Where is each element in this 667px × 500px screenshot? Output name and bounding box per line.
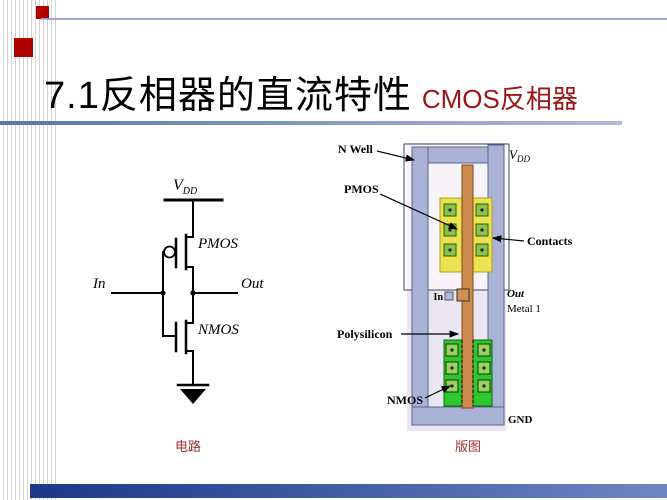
in-contact-square (456, 288, 470, 302)
contacts-callout-arrow (491, 235, 525, 243)
circuit-in-label: In (92, 276, 106, 292)
nwell-callout-label: N Well (338, 142, 373, 156)
nmos-callout-arrow (424, 385, 452, 399)
polysilicon-callout-label: Polysilicon (337, 327, 393, 341)
contacts-callout-label: Contacts (527, 234, 573, 248)
ground-triangle (180, 389, 206, 404)
input-junction-dot (160, 290, 166, 296)
circuit-nmos-label: NMOS (197, 322, 239, 338)
circuit-out-label: Out (241, 276, 264, 292)
circuit-pmos-label: PMOS (197, 236, 238, 252)
layout-caption: 版图 (455, 439, 481, 454)
in-metal-square (444, 291, 454, 301)
left-stripes-decoration (0, 0, 56, 500)
circuit-caption: 电路 (175, 439, 201, 454)
gnd-metal-rail (411, 406, 505, 426)
layout-callouts: N Well PMOS Contacts Polysilicon NMOS (337, 142, 573, 407)
red-square-decoration-top (36, 6, 49, 19)
layout-gnd-label: GND (508, 414, 533, 426)
nwell-callout-arrow (376, 150, 416, 162)
layout-diagram (403, 143, 510, 431)
nmos-contact-dots (450, 348, 486, 388)
title-main-text: 7.1反相器的直流特性 (44, 75, 412, 117)
circuit-vdd-label: VDD (173, 177, 198, 197)
nmos-callout-label: NMOS (387, 393, 423, 407)
red-square-decoration-left (14, 38, 33, 57)
pmos-callout-label: PMOS (344, 182, 379, 196)
inverter-figure: VDD PMOS NMOS In Out 电路 (65, 138, 600, 473)
figure-svg: VDD PMOS NMOS In Out 电路 (92, 142, 573, 454)
layout-vdd-label: VDD (509, 147, 530, 164)
pmos-contact-dots (448, 208, 484, 252)
pmos-callout-arrow (379, 193, 459, 230)
polysilicon-strip (461, 164, 474, 409)
poly-gate-dashed-edges (461, 340, 474, 406)
circuit-labels: VDD PMOS NMOS In Out (92, 177, 264, 338)
layout-out-label: Out (507, 288, 525, 300)
top-rule-line (41, 18, 667, 20)
output-junction-dot (190, 290, 196, 296)
title-sub-text: CMOS反相器 (421, 84, 578, 114)
left-metal-rail (411, 146, 429, 426)
slide-title: 7.1反相器的直流特性 CMOS反相器 (44, 64, 578, 119)
layout-pin-labels: VDD In Out Metal 1 GND (434, 147, 541, 426)
bottom-bar-decoration (30, 484, 667, 498)
circuit-schematic (111, 198, 238, 404)
layout-in-label: In (434, 292, 444, 303)
layout-metal1-label: Metal 1 (507, 303, 541, 315)
title-divider-line (0, 121, 622, 125)
pmos-bubble (163, 245, 176, 259)
